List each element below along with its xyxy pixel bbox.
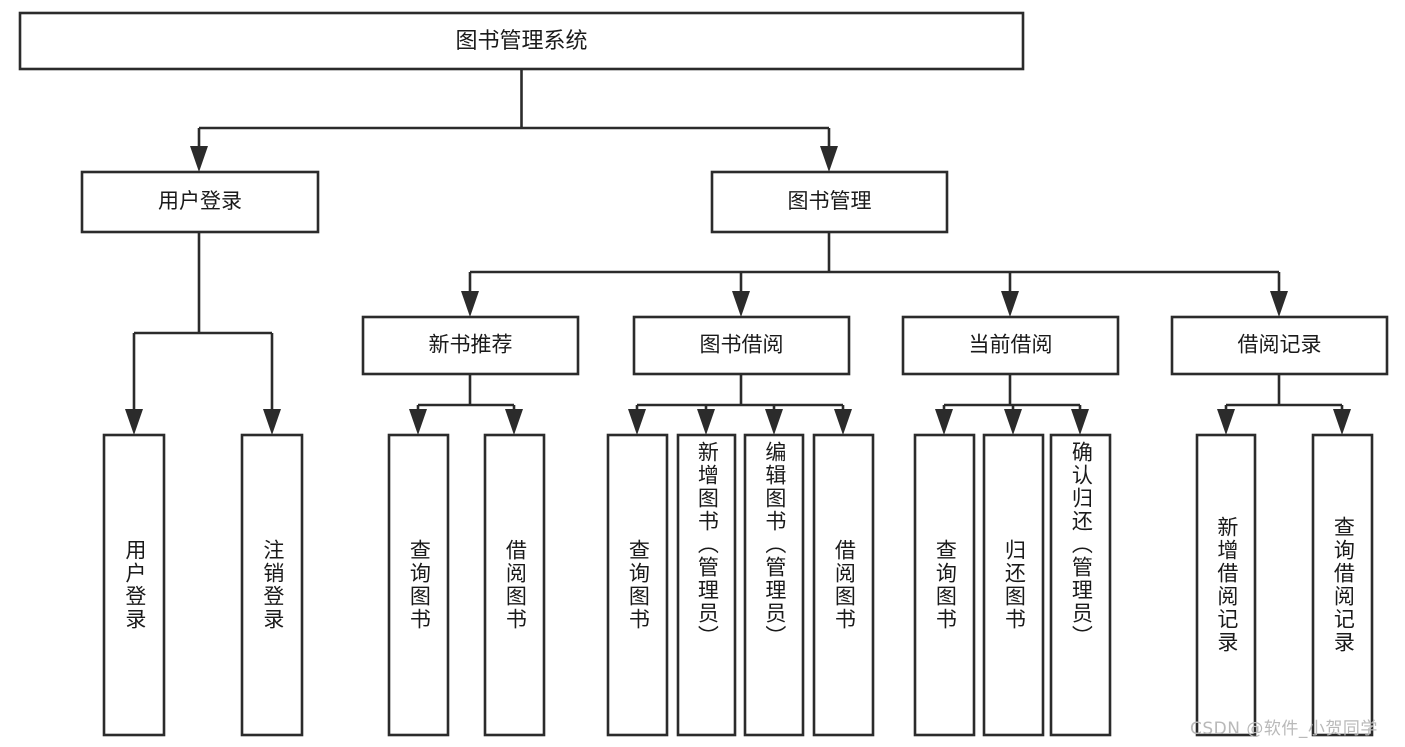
node-new-book-recommend-box[interactable] — [361, 315, 580, 376]
arrow-head-icon-leaf-confirm-return — [1071, 409, 1089, 435]
arrow-head-icon-leaf-query-book-2 — [628, 409, 646, 435]
node-book-borrow[interactable]: 图书借阅 — [632, 315, 851, 376]
node-book-manage-label: 图书管理 — [788, 189, 872, 213]
arrow-head-icon-leaf-add-book — [697, 409, 715, 435]
arrow-head-icon-leaf-query-book-1 — [409, 409, 427, 435]
leaf-box-add-record[interactable] — [1195, 433, 1257, 737]
csdn-watermark: CSDN @软件_小贺同学 — [1190, 719, 1378, 739]
node-borrow-record-label: 借阅记录 — [1238, 333, 1322, 357]
arrow-head-icon-leaf-user-login — [125, 409, 143, 435]
node-new-book-recommend-label: 新书推荐 — [429, 333, 513, 357]
leaf-box-confirm-return[interactable] — [1049, 433, 1112, 737]
connector-group-root — [190, 69, 838, 172]
arrow-head-icon-leaf-edit-book — [765, 409, 783, 435]
arrow-head-icon-book-manage — [820, 146, 838, 172]
node-user-login[interactable]: 用户登录 — [80, 170, 320, 234]
leaf-box-edit-book[interactable] — [743, 433, 805, 737]
node-book-manage-box[interactable] — [710, 170, 949, 234]
node-book-manage[interactable]: 图书管理 — [710, 170, 949, 234]
node-borrow-record[interactable]: 借阅记录 — [1170, 315, 1389, 376]
node-current-borrow-label: 当前借阅 — [969, 333, 1053, 357]
connector-group-book-borrow — [628, 374, 852, 435]
node-user-login-label: 用户登录 — [158, 189, 242, 213]
node-borrow-record-box[interactable] — [1170, 315, 1389, 376]
arrow-head-icon-leaf-add-record — [1217, 409, 1235, 435]
arrow-head-icon-leaf-borrow-book-2 — [834, 409, 852, 435]
leaf-box-borrow-book-1[interactable] — [483, 433, 546, 737]
leaf-box-user-login[interactable] — [102, 433, 166, 737]
arrow-head-icon-leaf-borrow-book-1 — [505, 409, 523, 435]
leaf-box-return-book[interactable] — [982, 433, 1045, 737]
leaf-box-logout[interactable] — [240, 433, 304, 737]
leaf-box-query-book-2[interactable] — [606, 433, 669, 737]
node-book-borrow-box[interactable] — [632, 315, 851, 376]
connector-group-new-book-recommend — [409, 374, 523, 435]
arrow-head-icon-leaf-return-book — [1004, 409, 1022, 435]
node-new-book-recommend[interactable]: 新书推荐 — [361, 315, 580, 376]
connector-group-borrow-record — [1217, 374, 1351, 435]
arrow-head-icon-user-login — [190, 146, 208, 172]
arrow-head-icon-leaf-logout — [263, 409, 281, 435]
arrow-head-icon-current-borrow — [1001, 291, 1019, 317]
leaf-box-group — [102, 433, 1374, 737]
node-root[interactable]: 图书管理系统 — [18, 11, 1025, 71]
connector-group-user-login — [125, 232, 281, 435]
arrow-head-icon-leaf-query-book-3 — [935, 409, 953, 435]
connector-group-current-borrow — [935, 374, 1089, 435]
arrow-head-icon-borrow-record — [1270, 291, 1288, 317]
arrow-head-icon-leaf-query-record — [1333, 409, 1351, 435]
leaf-box-add-book[interactable] — [676, 433, 737, 737]
node-current-borrow[interactable]: 当前借阅 — [901, 315, 1120, 376]
node-user-login-box[interactable] — [80, 170, 320, 234]
leaf-box-query-book-1[interactable] — [387, 433, 450, 737]
leaf-box-query-book-3[interactable] — [913, 433, 976, 737]
node-root-box[interactable] — [18, 11, 1025, 71]
leaf-box-query-record[interactable] — [1311, 433, 1374, 737]
node-book-borrow-label: 图书借阅 — [700, 333, 784, 357]
connector-group-book-manage — [461, 232, 1288, 317]
node-current-borrow-box[interactable] — [901, 315, 1120, 376]
leaf-box-borrow-book-2[interactable] — [812, 433, 875, 737]
arrow-head-icon-book-borrow — [732, 291, 750, 317]
node-root-label: 图书管理系统 — [455, 29, 587, 54]
arrow-head-icon-new-book-recommend — [461, 291, 479, 317]
